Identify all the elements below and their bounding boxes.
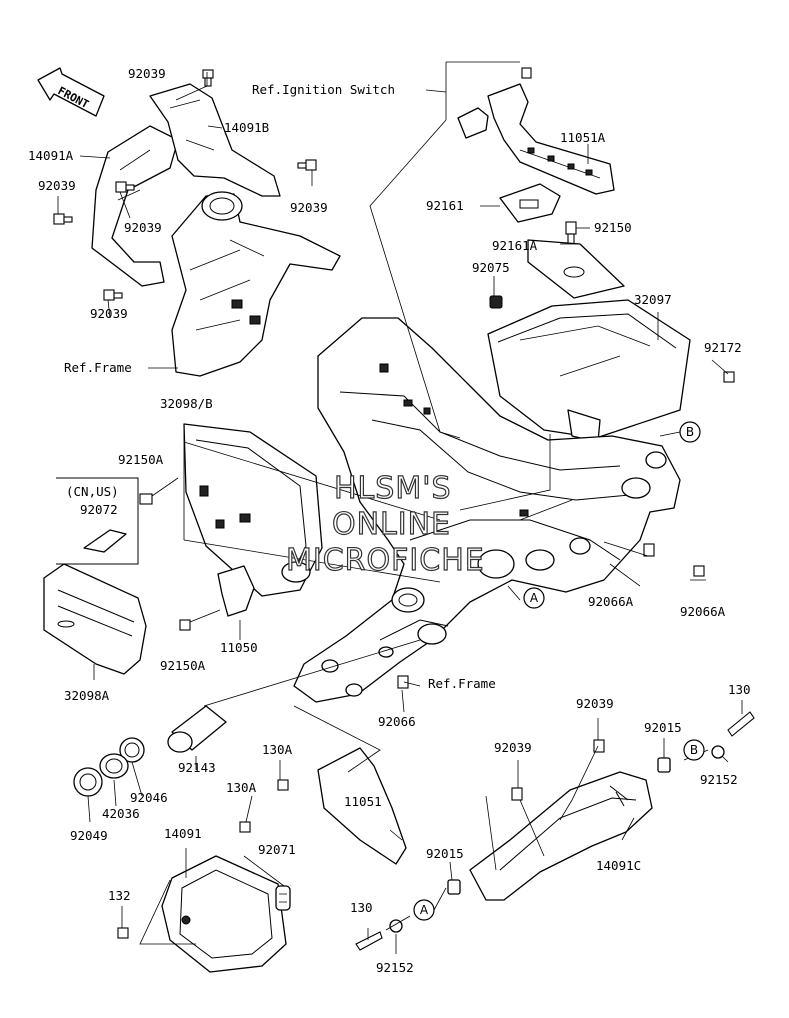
- label-14091b: 14091B: [224, 120, 269, 135]
- label-11051a: 11051A: [560, 130, 606, 145]
- label-11050: 11050: [220, 640, 258, 655]
- bolt-132: [117, 927, 129, 939]
- label-ref-frame-2: Ref.Frame: [428, 676, 496, 691]
- svg-text:B: B: [686, 425, 694, 439]
- cap-92066a: [643, 543, 705, 577]
- washer-92152-right: [711, 745, 725, 759]
- label-32097: 32097: [634, 292, 672, 307]
- label-132: 132: [108, 888, 131, 903]
- spacer-92015-right: [657, 757, 671, 773]
- leader-lines: [57, 61, 743, 954]
- battery-case-32097-shape: [487, 299, 735, 443]
- label-92015-r: 92015: [644, 720, 682, 735]
- bracket-11051-shape: [239, 747, 407, 865]
- label-130a-1: 130A: [262, 742, 293, 757]
- label-92039-m: 92039: [124, 220, 162, 235]
- bracket-11050-shape: [179, 565, 255, 631]
- label-92152-r: 92152: [700, 772, 738, 787]
- label-92143: 92143: [178, 760, 216, 775]
- label-cn-us: (CN,US): [66, 484, 119, 499]
- cover-32098a-shape: [43, 563, 147, 675]
- label-92150: 92150: [594, 220, 632, 235]
- ref-frame-head-shape: [171, 191, 341, 377]
- label-92161: 92161: [426, 198, 464, 213]
- label-130-r: 130: [728, 682, 751, 697]
- label-92161a: 92161A: [492, 238, 538, 253]
- bolt-130-right: [727, 711, 755, 737]
- label-92172: 92172: [704, 340, 742, 355]
- label-92015-l: 92015: [426, 846, 464, 861]
- grommet-92075: [489, 295, 503, 309]
- spacer-92015-left: [447, 879, 461, 895]
- washer-92152-left: [389, 919, 403, 933]
- watermark: HLSM'S ONLINE MICROFICHE: [285, 470, 485, 578]
- cap-92066: [397, 675, 409, 689]
- label-92071: 92071: [258, 842, 296, 857]
- watermark-line1: HLSM'S: [334, 471, 452, 506]
- cover-14091-shape: [161, 855, 287, 973]
- bolt-92150: [565, 221, 577, 245]
- part-labels: 92039 14091B 14091A 92039 92039 92039 92…: [28, 66, 751, 975]
- grommet-92071: [275, 885, 291, 911]
- bolt-92039-right: [297, 159, 317, 171]
- front-arrow-icon: FRONT: [37, 67, 105, 117]
- label-92049: 92049: [70, 828, 108, 843]
- label-92150a-1: 92150A: [118, 452, 164, 467]
- label-92039-l1: 92039: [38, 178, 76, 193]
- cover-14091a-shape: [91, 125, 179, 287]
- label-92039-top: 92039: [128, 66, 166, 81]
- svg-text:A: A: [420, 903, 429, 917]
- callout-b-top: B: [679, 421, 701, 443]
- label-92066a-1: 92066A: [588, 594, 634, 609]
- pad-92161a-shape: [527, 239, 625, 299]
- watermark-line2: ONLINE: [332, 507, 451, 542]
- label-14091: 14091: [164, 826, 202, 841]
- inset-cn-us-box: [56, 477, 139, 565]
- label-92046: 92046: [130, 790, 168, 805]
- plate-92161-shape: [499, 183, 561, 223]
- label-92039-b1: 92039: [576, 696, 614, 711]
- label-92066: 92066: [378, 714, 416, 729]
- callout-a-low: A: [413, 899, 435, 921]
- label-11051: 11051: [344, 794, 382, 809]
- label-92152-l: 92152: [376, 960, 414, 975]
- label-32098b: 32098/B: [160, 396, 213, 411]
- bearing-42036: [99, 753, 129, 779]
- bracket-11051a-shape: [457, 67, 615, 195]
- shaft-92143-shape: [167, 705, 227, 753]
- label-92150a-2: 92150A: [160, 658, 206, 673]
- bolt-92039-top: [202, 69, 214, 87]
- seal-92049: [73, 767, 103, 797]
- label-ref-ignition: Ref.Ignition Switch: [252, 82, 395, 97]
- cover-14091c-shape: [469, 739, 653, 901]
- label-92039-b2: 92039: [494, 740, 532, 755]
- label-92039-l2: 92039: [90, 306, 128, 321]
- bolt-92039-left1: [53, 213, 73, 225]
- label-130a-2: 130A: [226, 780, 257, 795]
- bolt-130-left: [355, 931, 383, 951]
- label-ref-frame-1: Ref.Frame: [64, 360, 132, 375]
- watermark-line3: MICROFICHE: [286, 543, 485, 578]
- label-92072: 92072: [80, 502, 118, 517]
- callout-a-mid: A: [523, 587, 545, 609]
- side-cover-32098b-shape: [139, 423, 323, 597]
- callout-b-low: B: [683, 739, 705, 761]
- label-14091a: 14091A: [28, 148, 74, 163]
- main-frame-shape: [293, 317, 681, 703]
- bolt-92039-left2: [103, 289, 123, 301]
- label-92075: 92075: [472, 260, 510, 275]
- label-130-l: 130: [350, 900, 373, 915]
- bolt-92039-mid: [115, 181, 135, 193]
- label-92039-r: 92039: [290, 200, 328, 215]
- label-32098a: 32098A: [64, 688, 110, 703]
- cover-14091b-shape: [149, 83, 281, 197]
- svg-text:B: B: [690, 743, 698, 757]
- label-42036: 42036: [102, 806, 140, 821]
- label-14091c: 14091C: [596, 858, 641, 873]
- label-92066a-2: 92066A: [680, 604, 726, 619]
- svg-text:A: A: [530, 591, 539, 605]
